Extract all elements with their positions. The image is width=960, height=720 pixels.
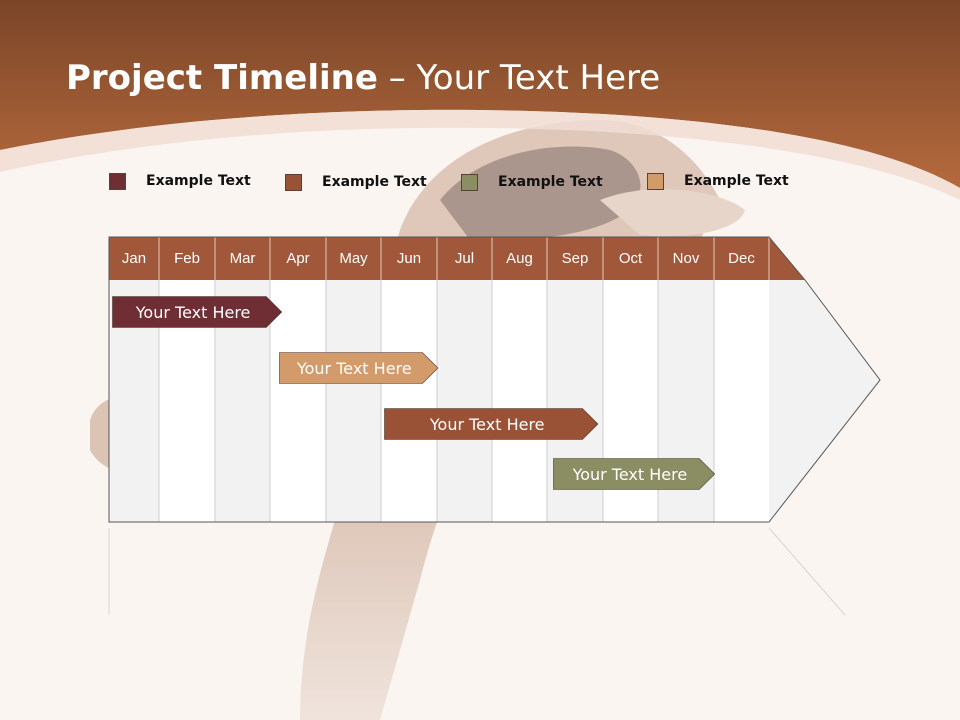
task-bar: Your Text Here	[384, 408, 599, 440]
month-column	[492, 280, 547, 522]
legend-label: Example Text	[322, 174, 427, 190]
task-bar: Your Text Here	[278, 352, 438, 384]
month-column	[326, 280, 381, 522]
task-label: Your Text Here	[296, 358, 412, 378]
legend-swatch	[647, 172, 664, 190]
task-label: Your Text Here	[429, 414, 545, 434]
month-column	[714, 280, 769, 522]
slide-title: Project Timeline – Your Text Here	[66, 58, 660, 98]
timeline-arrow-body	[769, 280, 880, 522]
month-label: Mar	[229, 250, 256, 267]
task-label: Your Text Here	[572, 464, 688, 484]
month-label: Apr	[286, 250, 310, 267]
month-label: Jan	[121, 250, 147, 267]
legend-item: Example Text	[285, 171, 427, 193]
legend-item: Example Text	[461, 171, 603, 193]
title-bold: Project Timeline	[66, 58, 378, 98]
timeline-reflection	[108, 527, 846, 616]
month-column	[381, 280, 437, 522]
month-label: May	[339, 250, 368, 267]
month-label: Jun	[396, 250, 422, 267]
month-label: Feb	[174, 250, 200, 267]
legend-swatch	[109, 172, 126, 190]
legend-swatch	[285, 173, 302, 191]
task-bar: Your Text Here	[112, 296, 283, 328]
month-header-band	[109, 237, 805, 280]
month-label: Jul	[454, 250, 475, 267]
month-label: Oct	[618, 250, 643, 267]
month-label: Nov	[672, 250, 700, 267]
legend-label: Example Text	[684, 173, 789, 189]
legend-swatch	[461, 173, 478, 191]
task-bar: Your Text Here	[552, 458, 715, 490]
month-label: Dec	[728, 250, 755, 267]
task-label: Your Text Here	[135, 302, 251, 322]
month-column	[270, 280, 326, 522]
legend-label: Example Text	[146, 173, 251, 189]
month-column	[437, 280, 492, 522]
month-label: Sep	[561, 250, 589, 267]
timeline-outline	[108, 236, 881, 523]
legend-label: Example Text	[498, 174, 603, 190]
legend-item: Example Text	[109, 170, 251, 192]
title-rest: – Your Text Here	[377, 58, 661, 98]
legend-item: Example Text	[647, 170, 789, 192]
month-label: Aug	[506, 250, 533, 267]
